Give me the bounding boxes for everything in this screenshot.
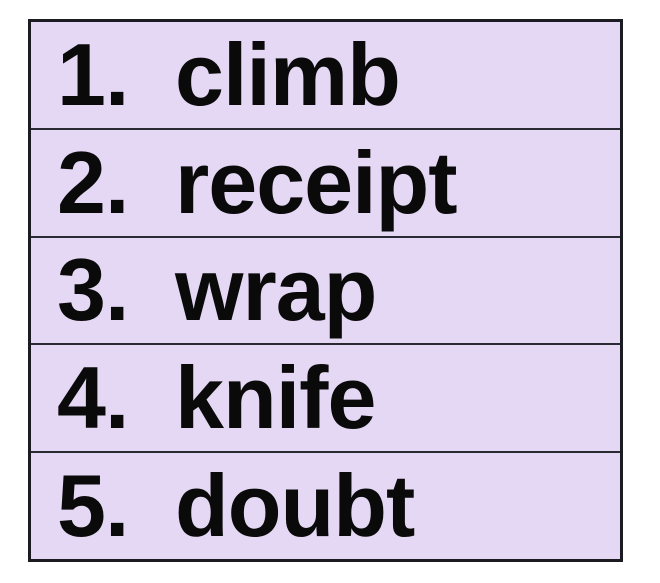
row-number: 1. — [57, 24, 129, 124]
table-row: 4. knife — [31, 345, 620, 454]
table-row: 5. doubt — [31, 453, 620, 559]
row-word: wrap — [175, 240, 377, 340]
row-number: 4. — [57, 348, 129, 448]
row-word: knife — [175, 348, 376, 448]
word-list-table: 1. climb 2. receipt 3. wrap 4. knife 5. … — [28, 19, 623, 562]
table-row: 3. wrap — [31, 237, 620, 346]
row-word: receipt — [175, 132, 458, 232]
row-number: 5. — [57, 456, 129, 556]
table-row: 1. climb — [31, 22, 620, 130]
row-number: 3. — [57, 240, 129, 340]
row-number: 2. — [57, 132, 129, 232]
row-word: doubt — [175, 456, 415, 556]
row-word: climb — [175, 24, 401, 124]
table-row: 2. receipt — [31, 129, 620, 238]
